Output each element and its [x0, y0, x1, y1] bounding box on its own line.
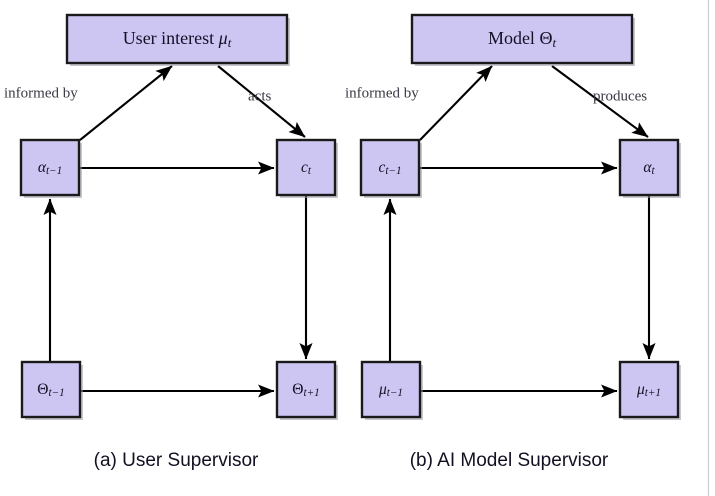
node-b-bottom-right: μt+1 [618, 360, 681, 420]
node-b-mid-left-label: ct−1 [378, 159, 401, 177]
node-a-bottom-left: Θt−1 [20, 360, 83, 420]
edge-label-a-acts: acts [248, 88, 271, 104]
edge-b-top-to-midright [551, 65, 649, 138]
edge-label-b-produces: produces [593, 88, 647, 104]
node-b-top: Model Θt [410, 13, 635, 66]
edge-a-midleft-to-top [79, 65, 173, 141]
edge-b-midleft-to-top [419, 65, 493, 141]
panel-b: Model Θt ct−1 αt μt−1 μt+1 [345, 13, 681, 471]
node-b-bottom-left: μt−1 [360, 360, 423, 420]
edge-a-top-to-midright [217, 65, 306, 138]
node-a-mid-right: ct [275, 138, 338, 198]
edge-label-b-informed-by: informed by [345, 85, 419, 101]
node-a-bottom-left-label: Θt−1 [37, 381, 64, 399]
node-a-top: User interest μt [65, 13, 290, 66]
node-a-mid-left: αt−1 [19, 138, 82, 198]
edge-label-a-informed-by: informed by [4, 85, 78, 101]
caption-panel-a: (a) User Supervisor [94, 450, 259, 471]
caption-panel-b: (b) AI Model Supervisor [410, 450, 609, 471]
node-a-bottom-right: Θt+1 [275, 360, 338, 420]
node-b-top-label: Model Θt [488, 28, 557, 49]
node-b-bottom-left-label: μt−1 [378, 381, 403, 399]
node-b-mid-left: ct−1 [359, 138, 422, 198]
node-b-mid-right: αt [618, 138, 681, 198]
node-a-top-label: User interest μt [123, 28, 232, 49]
node-b-bottom-right-label: μt+1 [636, 381, 661, 399]
node-a-mid-right-label: ct [301, 159, 312, 177]
node-b-mid-right-label: αt [643, 159, 655, 177]
node-a-bottom-right-label: Θt+1 [292, 381, 319, 399]
node-a-mid-left-label: αt−1 [38, 159, 62, 177]
panel-a: User interest μt αt−1 ct Θt−1 [4, 13, 338, 471]
